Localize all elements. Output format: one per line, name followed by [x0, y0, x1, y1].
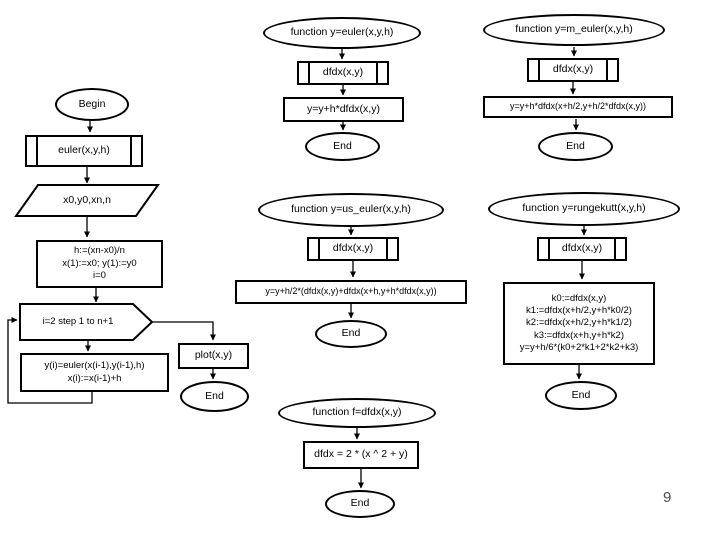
terminator-dfdx-fn-title: function f=dfdx(x,y)	[278, 398, 436, 428]
predefined-bar-right	[130, 137, 132, 165]
loop-hexagon-shape	[19, 303, 154, 341]
connector-loop-back	[7, 317, 93, 404]
process-euler-step: y=y+h*dfdx(x,y)	[283, 97, 404, 122]
euler-dfdx-label: dfdx(x,y)	[322, 66, 364, 79]
predefined-bar-right	[386, 239, 388, 259]
terminator-rungekutt-fn-title: function y=rungekutt(x,y,h)	[488, 192, 680, 226]
call-euler-label: euler(x,y,h)	[58, 144, 110, 157]
page-number: 9	[663, 489, 672, 506]
terminator-meuler-fn-title: function y=m_euler(x,y,h)	[483, 14, 665, 46]
terminator-main-end: End	[180, 381, 249, 412]
predefined-bar-left	[318, 239, 320, 259]
loop-header-label: i=2 step 1 to n+1	[42, 315, 114, 327]
process-plot: plot(x,y)	[178, 343, 249, 369]
predefined-bar-left	[548, 239, 550, 259]
process-useuler-step: y=y+h/2*(dfdx(x,y)+dfdx(x+h,y+h*dfdx(x,y…	[235, 280, 467, 304]
terminator-meuler-end: End	[538, 132, 613, 161]
process-loop-body: y(i)=euler(x(i-1),y(i-1),h) x(i):=x(i-1)…	[20, 353, 169, 392]
process-dfdx-formula: dfdx = 2 * (x ^ 2 + y)	[303, 441, 419, 469]
predefined-process-call-euler: euler(x,y,h)	[25, 135, 143, 167]
useuler-dfdx-label: dfdx(x,y)	[332, 242, 374, 255]
process-rungekutt-steps: k0:=dfdx(x,y) k1:=dfdx(x+h/2,y+h*k0/2) k…	[503, 282, 655, 365]
predefined-process-euler-dfdx: dfdx(x,y)	[297, 61, 389, 85]
predefined-bar-left	[36, 137, 38, 165]
predefined-process-useuler-dfdx: dfdx(x,y)	[307, 237, 399, 261]
process-meuler-step: y=y+h*dfdx(x+h/2,y+h/2*dfdx(x,y))	[483, 96, 673, 118]
terminator-euler-fn-title: function y=euler(x,y,h)	[263, 17, 421, 49]
terminator-rungekutt-end: End	[545, 381, 617, 410]
predefined-bar-right	[376, 63, 378, 83]
input-parallelogram-shape	[14, 184, 160, 217]
rungekutt-dfdx-label: dfdx(x,y)	[561, 242, 603, 255]
predefined-bar-left	[308, 63, 310, 83]
process-init: h:=(xn-x0)/n x(1):=x0; y(1):=y0 i=0	[36, 240, 163, 288]
predefined-bar-left	[538, 60, 540, 80]
predefined-process-rungekutt-dfdx: dfdx(x,y)	[537, 237, 627, 261]
connector-loop-exit-plot	[152, 321, 216, 341]
meuler-dfdx-label: dfdx(x,y)	[552, 63, 594, 76]
terminator-useuler-fn-title: function y=us_euler(x,y,h)	[258, 193, 444, 227]
io-input-label: x0,y0,xn,n	[63, 193, 111, 206]
terminator-euler-end: End	[305, 132, 380, 161]
terminator-dfdx-end: End	[325, 490, 395, 518]
predefined-bar-right	[614, 239, 616, 259]
predefined-bar-right	[606, 60, 608, 80]
terminator-begin: Begin	[55, 88, 129, 121]
terminator-useuler-end: End	[315, 320, 387, 348]
predefined-process-meuler-dfdx: dfdx(x,y)	[527, 58, 619, 82]
